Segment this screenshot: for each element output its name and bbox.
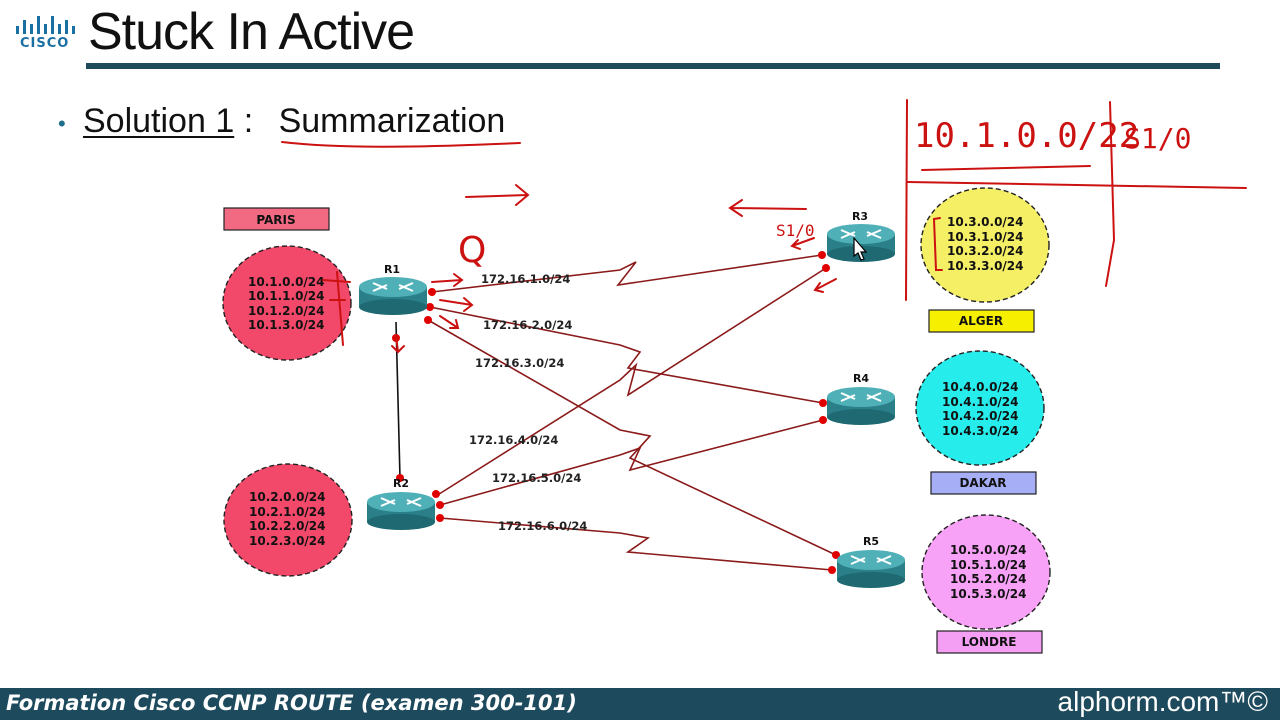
network-label: 10.5.0.0/24 [950, 543, 1027, 557]
ink-annotations [281, 99, 1247, 354]
network-label: 10.5.1.0/24 [950, 558, 1027, 572]
router-r4-icon [826, 386, 896, 426]
link-r1-r5 [427, 319, 837, 556]
arrow-r1-3-ink [439, 315, 460, 329]
site-circle-dakar [915, 350, 1045, 466]
bracket-alger-ink [932, 217, 943, 271]
arrow-r1-down-ink [391, 334, 405, 354]
bullet-marker: • [58, 111, 66, 136]
cisco-logo-icon [16, 16, 75, 34]
site-name-paris: PARIS [256, 213, 295, 227]
network-label: 10.3.1.0/24 [947, 230, 1024, 244]
solution-line: Solution 1 : Summarization [83, 102, 505, 141]
network-label: 10.2.2.0/24 [249, 519, 326, 533]
network-label: 10.5.2.0/24 [950, 572, 1027, 586]
arrow-r3-sl-ink [790, 237, 815, 250]
network-label: 10.3.0.0/24 [947, 215, 1024, 229]
solution-label: Solution 1 [83, 102, 235, 140]
cursor-hand-icon [853, 236, 868, 261]
network-label: 10.4.0.0/24 [942, 380, 1019, 394]
network-label: 10.2.0.0/24 [249, 490, 326, 504]
network-label: 10.4.3.0/24 [942, 424, 1019, 438]
networks-dakar: 10.4.0.0/24 10.4.1.0/24 10.4.2.0/24 10.4… [942, 380, 1019, 438]
networks-paris: 10.1.0.0/24 10.1.1.0/24 10.1.2.0/24 10.1… [248, 275, 325, 332]
table-frame-ink [905, 99, 1247, 301]
site-circle-alger [920, 187, 1050, 303]
link-label-1: 172.16.1.0/24 [481, 272, 570, 286]
site-circle-paris [222, 245, 352, 361]
solution-topic: Summarization [278, 102, 506, 140]
link-r2-r4 [439, 419, 824, 506]
network-label: 10.1.3.0/24 [248, 318, 325, 332]
arrow-r1-1-ink [431, 273, 464, 287]
site-name-dakar: DAKAR [959, 476, 1006, 490]
network-label: 10.1.1.0/24 [248, 289, 325, 303]
site-tag-alger [928, 309, 1035, 333]
footer-bar: Formation Cisco CCNP ROUTE (examen 300-1… [0, 686, 1280, 720]
network-label: 10.1.2.0/24 [248, 304, 325, 318]
cisco-logo-text: CISCO [20, 36, 70, 51]
solution-separator: : [243, 102, 254, 140]
link-r1-r3 [431, 254, 823, 293]
site-circle-r2 [223, 463, 353, 577]
router-r5-icon [836, 549, 906, 589]
network-label: 10.3.3.0/24 [947, 259, 1024, 273]
router-label-r1: R1 [384, 263, 400, 276]
arrow-r3-down-ink [813, 278, 837, 293]
router-label-r4: R4 [853, 372, 869, 385]
network-label: 10.4.1.0/24 [942, 395, 1019, 409]
footer-brand: alphorm.com™© [1057, 686, 1268, 717]
networks-r2: 10.2.0.0/24 10.2.1.0/24 10.2.2.0/24 10.2… [249, 490, 326, 548]
ink-summary-route: 10.1.0.0/22 [914, 116, 1139, 156]
site-name-londre: LONDRE [962, 635, 1017, 649]
network-label: 10.1.0.0/24 [248, 275, 325, 289]
site-tag-londre [936, 630, 1043, 654]
site-tag-paris [223, 207, 330, 231]
network-label: 10.3.2.0/24 [947, 244, 1024, 258]
ink-interface-table: S1/0 [1124, 122, 1191, 155]
router-r1-icon [358, 276, 428, 316]
network-label: 10.2.3.0/24 [249, 534, 326, 548]
router-label-r5: R5 [863, 535, 879, 548]
link-r2-r5 [439, 517, 833, 571]
networks-alger: 10.3.0.0/24 10.3.1.0/24 10.3.2.0/24 10.3… [947, 215, 1024, 273]
ink-interface-r3: S1/0 [776, 221, 815, 240]
link-label-2: 172.16.2.0/24 [483, 318, 572, 332]
site-circle-londre [921, 514, 1051, 630]
router-label-r3: R3 [852, 210, 868, 223]
arrow-r1-2-ink [439, 297, 474, 312]
network-diagram: 172.16.1.0/24 172.16.2.0/24 172.16.3.0/2… [222, 99, 1247, 654]
underline-summarization-ink [281, 141, 521, 148]
link-label-3: 172.16.3.0/24 [475, 356, 564, 370]
link-label-6: 172.16.6.0/24 [498, 519, 587, 533]
router-label-r2: R2 [393, 477, 409, 490]
bracket-paris-ink [322, 271, 351, 346]
arrow-right-ink [465, 184, 530, 206]
title-divider [86, 63, 1220, 69]
link-label-4: 172.16.4.0/24 [469, 433, 558, 447]
network-label: 10.2.1.0/24 [249, 505, 326, 519]
site-name-alger: ALGER [959, 314, 1003, 328]
link-r1-r4 [429, 306, 824, 404]
network-label: 10.5.3.0/24 [950, 587, 1027, 601]
link-label-5: 172.16.5.0/24 [492, 471, 581, 485]
site-tag-dakar [930, 471, 1037, 495]
ink-letter-q: Q [458, 230, 486, 271]
page-title: Stuck In Active [88, 3, 415, 61]
link-r2-r3 [435, 267, 827, 497]
router-r2-icon [366, 491, 436, 531]
footer-course-title: Formation Cisco CCNP ROUTE (examen 300-1… [6, 691, 577, 715]
networks-londre: 10.5.0.0/24 10.5.1.0/24 10.5.2.0/24 10.5… [950, 543, 1027, 601]
network-label: 10.4.2.0/24 [942, 409, 1019, 423]
arrow-left-ink [728, 199, 807, 217]
